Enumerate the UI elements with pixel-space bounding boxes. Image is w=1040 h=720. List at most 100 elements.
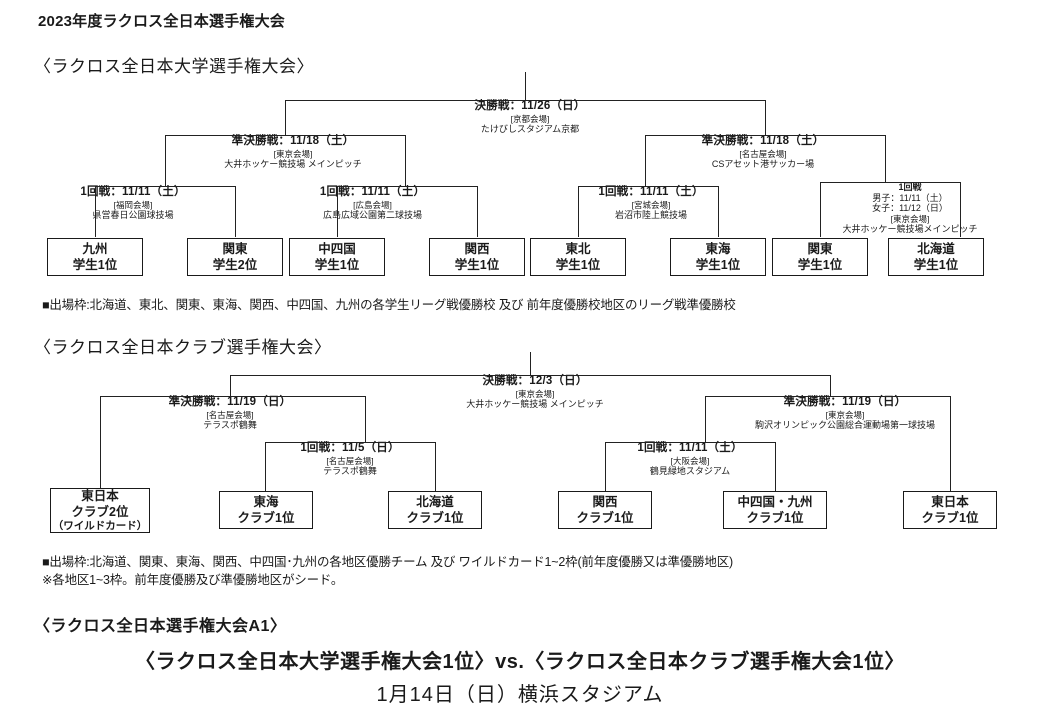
team-rank: 学生1位	[555, 258, 601, 272]
page-title: 2023年度ラクロス全日本選手権大会	[38, 13, 285, 30]
university-final-place: たけびしスタジアム京都	[480, 123, 580, 134]
bracket-line	[718, 186, 719, 237]
team-name: 関東	[807, 242, 833, 256]
bracket-line	[530, 352, 531, 375]
club-final-title: 決勝戦：12/3（日）	[482, 375, 588, 387]
university-first-round-4-title: 1回戦	[898, 182, 922, 192]
bracket-line	[820, 182, 821, 237]
club-semifinal-left-title: 準決勝戦：11/19（日）	[168, 396, 292, 408]
club-entry-note-line1: ■出場枠:北海道、関東、東海、関西、中四国･九州の各地区優勝チーム 及び ワイル…	[42, 555, 733, 569]
club-semifinal-right-place: 駒沢オリンピック公園総合運動場第一球技場	[754, 419, 935, 430]
team-name: 東日本	[931, 495, 969, 509]
bracket-line	[265, 442, 435, 443]
university-first-round-4-label: 1回戦 男子：11/11（土） 女子：11/12（日） [東京会場] 大井ホッケ…	[820, 182, 1000, 234]
team-rank: 学生1位	[913, 258, 959, 272]
bracket-line	[645, 135, 646, 186]
bracket-line	[950, 396, 951, 493]
team-box[interactable]: 北海道 学生1位	[888, 238, 984, 276]
team-name: 中四国	[318, 242, 356, 256]
club-semifinal-left-place: テラスポ鶴舞	[203, 419, 257, 430]
university-final-label: 決勝戦：11/26（日） [京都会場] たけびしスタジアム京都	[405, 100, 655, 134]
university-first-round-1-label: 1回戦：11/11（土） [福岡会場] 県営春日公園球技場	[48, 186, 218, 220]
team-rank: 学生1位	[314, 258, 360, 272]
team-box[interactable]: 中四国・九州 クラブ1位	[723, 491, 827, 529]
bracket-line	[765, 100, 766, 135]
championship-matchup: 〈ラクロス全日本大学選手権大会1位〉vs.〈ラクロス全日本クラブ選手権大会1位〉	[134, 651, 906, 673]
university-final-title: 決勝戦：11/26（日）	[474, 100, 586, 112]
university-first-round-2-venue: [広島会場]	[353, 199, 392, 210]
bracket-line	[165, 135, 405, 136]
club-final-venue: [東京会場]	[515, 388, 555, 399]
university-semifinal-right-label: 準決勝戦：11/18（土） [名古屋会場] CSアセット港サッカー場	[638, 135, 888, 169]
club-first-round-2-label: 1回戦：11/11（土） [大阪会場] 鶴見緑地スタジアム	[605, 442, 775, 476]
team-box[interactable]: 東海 クラブ1位	[219, 491, 313, 529]
team-rank: 学生2位	[212, 258, 258, 272]
team-name: 北海道	[917, 242, 955, 256]
team-box[interactable]: 東日本 クラブ1位	[903, 491, 997, 529]
bracket-line	[705, 396, 706, 442]
team-box[interactable]: 関東 学生1位	[772, 238, 868, 276]
university-first-round-3-label: 1回戦：11/11（土） [宮城会場] 岩沼市陸上競技場	[566, 186, 736, 220]
team-box[interactable]: 東北 学生1位	[530, 238, 626, 276]
university-first-round-2-title: 1回戦：11/11（土）	[319, 186, 426, 198]
team-box[interactable]: 関西 学生1位	[429, 238, 525, 276]
team-box[interactable]: 東海 学生1位	[670, 238, 766, 276]
team-box[interactable]: 東日本 クラブ2位 （ワイルドカード）	[50, 488, 150, 533]
team-name: 関西	[464, 242, 490, 256]
club-final-place: 大井ホッケー競技場 メインピッチ	[466, 398, 604, 409]
team-box[interactable]: 関東 学生2位	[187, 238, 283, 276]
bracket-line	[230, 375, 231, 396]
university-entry-note-text: ■出場枠:北海道、東北、関東、東海、関西、中四国、九州の各学生リーグ戦優勝校 及…	[42, 298, 736, 312]
club-first-round-1-label: 1回戦：11/5（日） [名古屋会場] テラスポ鶴舞	[265, 442, 435, 476]
club-first-round-2-venue: [大阪会場]	[670, 455, 710, 466]
team-rank: 学生1位	[72, 258, 118, 272]
section-title-championship: 〈ラクロス全日本選手権大会A1〉	[34, 618, 287, 635]
university-first-round-3-title: 1回戦：11/11（土）	[598, 186, 704, 198]
university-first-round-3-place: 岩沼市陸上競技場	[614, 209, 687, 220]
team-name: 東北	[565, 242, 591, 256]
university-first-round-4-men: 男子：11/11（土）	[872, 192, 948, 203]
university-first-round-4-place: 大井ホッケー競技場メインピッチ	[842, 223, 978, 234]
team-rank: 学生1位	[695, 258, 741, 272]
university-semifinal-right-venue: [名古屋会場]	[739, 148, 787, 159]
bracket-line	[100, 396, 101, 493]
university-first-round-1-venue: [福岡会場]	[113, 199, 153, 210]
university-first-round-1-place: 県営春日公園球技場	[92, 209, 174, 220]
bracket-line	[95, 186, 235, 187]
university-semifinal-left-label: 準決勝戦：11/18（土） [東京会場] 大井ホッケー競技場 メインピッチ	[168, 135, 418, 169]
team-box[interactable]: 北海道 クラブ1位	[388, 491, 482, 529]
university-semifinal-left-title: 準決勝戦：11/18（土）	[231, 135, 355, 147]
bracket-line	[830, 375, 831, 396]
team-rank: 学生1位	[797, 258, 843, 272]
team-box[interactable]: 中四国 学生1位	[289, 238, 385, 276]
team-box[interactable]: 九州 学生1位	[47, 238, 143, 276]
bracket-line	[605, 442, 606, 493]
university-semifinal-left-venue: [東京会場]	[273, 148, 313, 159]
club-first-round-1-place: テラスポ鶴舞	[323, 465, 377, 476]
bracket-line	[645, 135, 885, 136]
club-first-round-1-venue: [名古屋会場]	[326, 455, 374, 466]
club-semifinal-left-label: 準決勝戦：11/19（日） [名古屋会場] テラスポ鶴舞	[110, 396, 350, 430]
bracket-line	[605, 442, 775, 443]
club-entry-note: ■出場枠:北海道、関東、東海、関西、中四国･九州の各地区優勝チーム 及び ワイル…	[42, 553, 733, 589]
university-first-round-4-venue: [東京会場]	[890, 213, 930, 224]
bracket-line	[525, 72, 526, 100]
university-entry-note: ■出場枠:北海道、東北、関東、東海、関西、中四国、九州の各学生リーグ戦優勝校 及…	[42, 296, 736, 314]
championship-datetime-venue: 1月14日（日）横浜スタジアム	[376, 684, 664, 706]
university-first-round-2-place: 広島広域公園第二球技場	[322, 209, 422, 220]
club-semifinal-right-title: 準決勝戦：11/19（日）	[783, 396, 907, 408]
bracket-line	[885, 135, 886, 182]
team-name: 東日本	[81, 488, 119, 503]
section-title-club: 〈ラクロス全日本クラブ選手権大会〉	[34, 338, 332, 357]
team-box[interactable]: 関西 クラブ1位	[558, 491, 652, 529]
university-first-round-1-title: 1回戦：11/11（土）	[80, 186, 186, 198]
team-note: （ワイルドカード）	[52, 519, 148, 532]
club-first-round-2-place: 鶴見緑地スタジアム	[649, 465, 731, 476]
bracket-line	[820, 182, 960, 183]
club-semifinal-left-venue: [名古屋会場]	[206, 409, 254, 420]
team-rank: クラブ1位	[746, 511, 804, 525]
university-first-round-3-venue: [宮城会場]	[631, 199, 671, 210]
club-first-round-1-title: 1回戦：11/5（日）	[300, 442, 400, 454]
club-first-round-2-title: 1回戦：11/11（土）	[637, 442, 743, 454]
university-semifinal-right-title: 準決勝戦：11/18（土）	[701, 135, 825, 147]
